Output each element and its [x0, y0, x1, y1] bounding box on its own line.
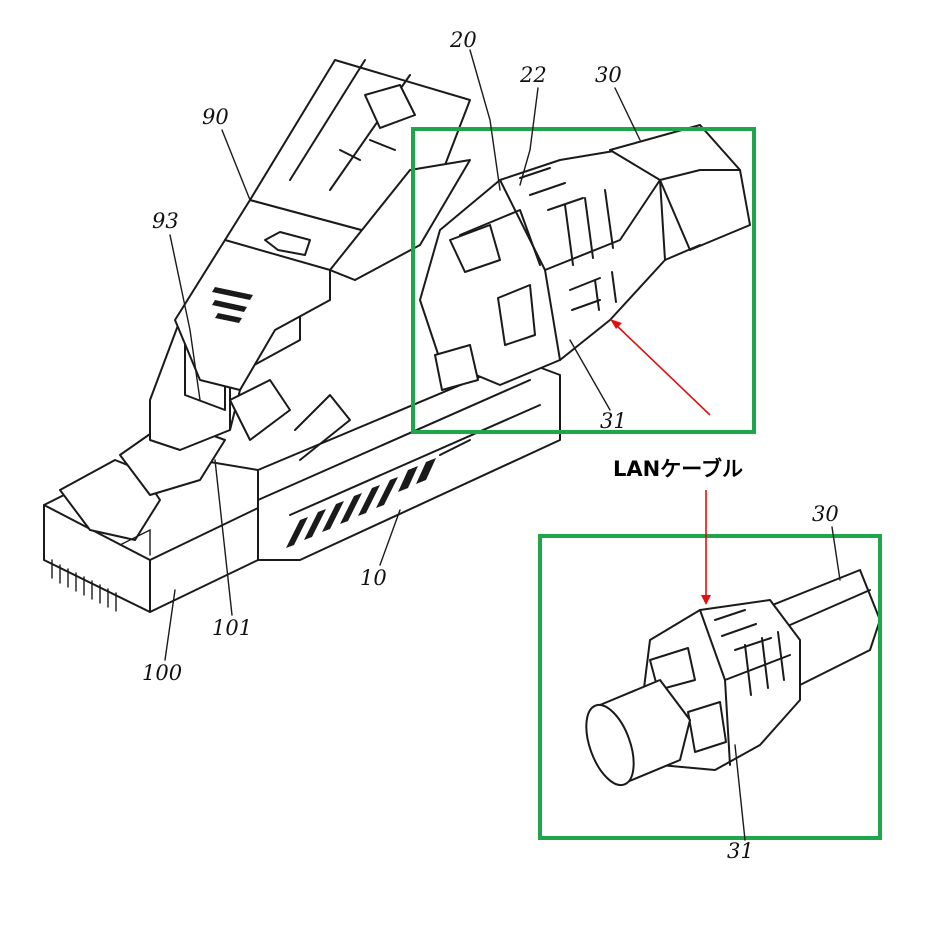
housing-body-10 [257, 359, 561, 561]
label-90: 90 [202, 105, 229, 129]
label-101: 101 [212, 616, 252, 640]
cable-cap-31 [419, 149, 666, 391]
label-30-detail: 30 [812, 502, 839, 526]
leader-lines [164, 49, 841, 841]
highlight-box-main [411, 127, 756, 434]
label-31-detail: 31 [727, 839, 754, 863]
detail-cable-assembly [585, 569, 881, 787]
connector-assembly [43, 59, 751, 613]
label-93: 93 [152, 209, 179, 233]
highlight-box-detail [538, 534, 882, 840]
lan-cable-caption: LANケーブル [613, 457, 743, 481]
label-30: 30 [595, 63, 622, 87]
arrow-to-detail [701, 490, 711, 605]
label-22: 22 [519, 63, 547, 87]
lever-90 [174, 199, 381, 391]
label-20: 20 [449, 28, 477, 52]
label-10: 10 [360, 566, 387, 590]
label-100: 100 [142, 661, 182, 685]
label-31: 31 [600, 409, 627, 433]
arrow-to-main [610, 319, 711, 416]
cable-30 [609, 124, 751, 261]
plug-body-100 [43, 419, 259, 613]
